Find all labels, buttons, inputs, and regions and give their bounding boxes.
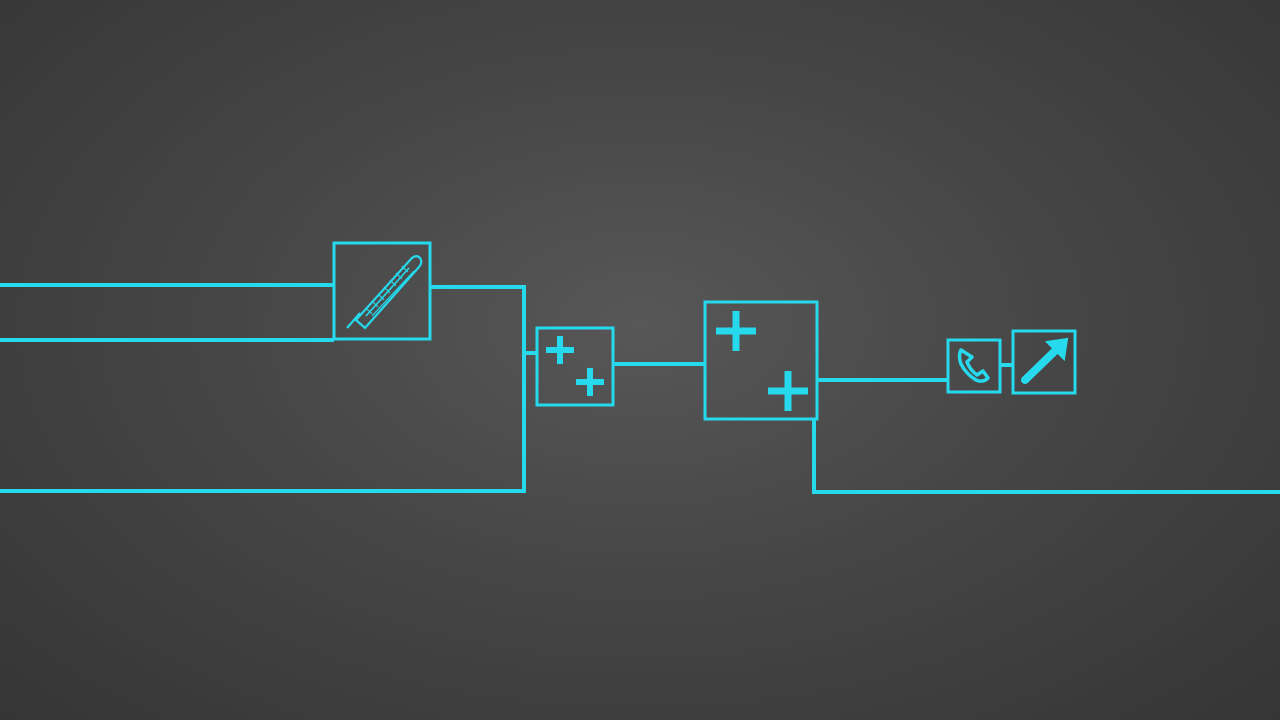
- double-plus-node-large: [703, 300, 819, 421]
- thermometer-node: [332, 241, 432, 341]
- thermometer-to-junction-line: [430, 285, 526, 491]
- double-plus-icon: [546, 336, 604, 396]
- arrow-node: [1011, 329, 1077, 395]
- output-line: [812, 420, 1280, 494]
- thermometer-icon: [346, 255, 423, 330]
- phone-icon: [957, 348, 990, 383]
- phone-node: [946, 338, 1002, 394]
- arrow-up-right-icon: [1021, 337, 1069, 384]
- double-plus-node-small: [535, 326, 615, 407]
- double-plus-icon: [716, 311, 808, 411]
